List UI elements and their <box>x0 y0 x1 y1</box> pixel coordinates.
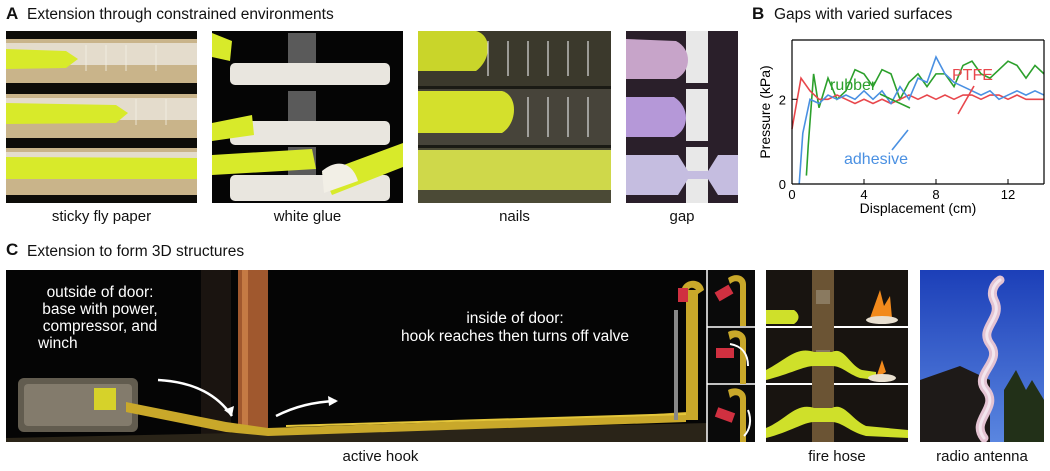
x-axis-label: Displacement (cm) <box>860 200 977 216</box>
annotation-outside-line-1: outside of door: <box>46 284 154 301</box>
annotation-inside-line-1: inside of door: <box>466 310 564 327</box>
annotation-outside-line-3: compressor, and <box>42 318 158 335</box>
panel-c-label: C <box>6 240 19 259</box>
series-line-ptfe <box>791 76 1044 130</box>
x-tick-label: 0 <box>788 187 795 202</box>
photo-sticky-fly-paper <box>6 31 197 203</box>
annotation-outside-line-4: winch <box>38 335 78 352</box>
caption-fire-hose: fire hose <box>808 448 866 465</box>
annotation-inside-door: inside of door: hook reaches then turns … <box>370 310 660 346</box>
rubber-pointer <box>879 93 911 109</box>
panel-b-label: B <box>752 4 765 23</box>
caption-sticky-fly-paper: sticky fly paper <box>51 208 152 225</box>
adhesive-pointer <box>891 129 909 151</box>
caption-radio-antenna: radio antenna <box>936 448 1028 465</box>
x-tick-label: 8 <box>932 187 939 202</box>
panel-b-title: Gaps with varied surfaces <box>774 6 953 23</box>
y-axis-label: Pressure (kPa) <box>757 65 773 158</box>
photo-white-glue <box>212 31 403 203</box>
y-tick-label: 0 <box>779 177 786 192</box>
annotation-outside-door: outside of door: base with power, compre… <box>20 284 180 352</box>
panel-a-title: Extension through constrained environmen… <box>27 6 334 23</box>
annotation-inside-line-2: hook reaches then turns off valve <box>400 328 630 345</box>
photo-radio-antenna <box>920 270 1044 442</box>
caption-white-glue: white glue <box>273 208 342 225</box>
series-line-rubber <box>805 60 1045 176</box>
series-label-rubber: rubber <box>830 77 877 94</box>
series-label-adhesive: adhesive <box>844 151 908 168</box>
photo-active-hook <box>6 270 755 442</box>
photo-gap <box>626 31 738 203</box>
y-tick-label: 2 <box>779 92 786 107</box>
x-tick-label: 12 <box>1001 187 1015 202</box>
caption-active-hook: active hook <box>342 448 419 465</box>
photo-fire-hose <box>766 270 908 442</box>
x-tick-label: 4 <box>860 187 867 202</box>
annotation-outside-line-2: base with power, <box>42 301 158 318</box>
series-label-ptfe: PTFE <box>952 67 993 84</box>
caption-gap: gap <box>669 208 695 225</box>
caption-nails: nails <box>499 208 530 225</box>
panel-a-label: A <box>6 4 19 23</box>
photo-nails <box>418 31 611 203</box>
panel-c-title: Extension to form 3D structures <box>27 243 245 260</box>
series-line-adhesive <box>798 54 1045 185</box>
ptfe-pointer <box>957 85 975 115</box>
pressure-chart: 0 4 8 12 0 2 Pressure (kPa) Displacement (cm)… <box>757 39 1045 216</box>
